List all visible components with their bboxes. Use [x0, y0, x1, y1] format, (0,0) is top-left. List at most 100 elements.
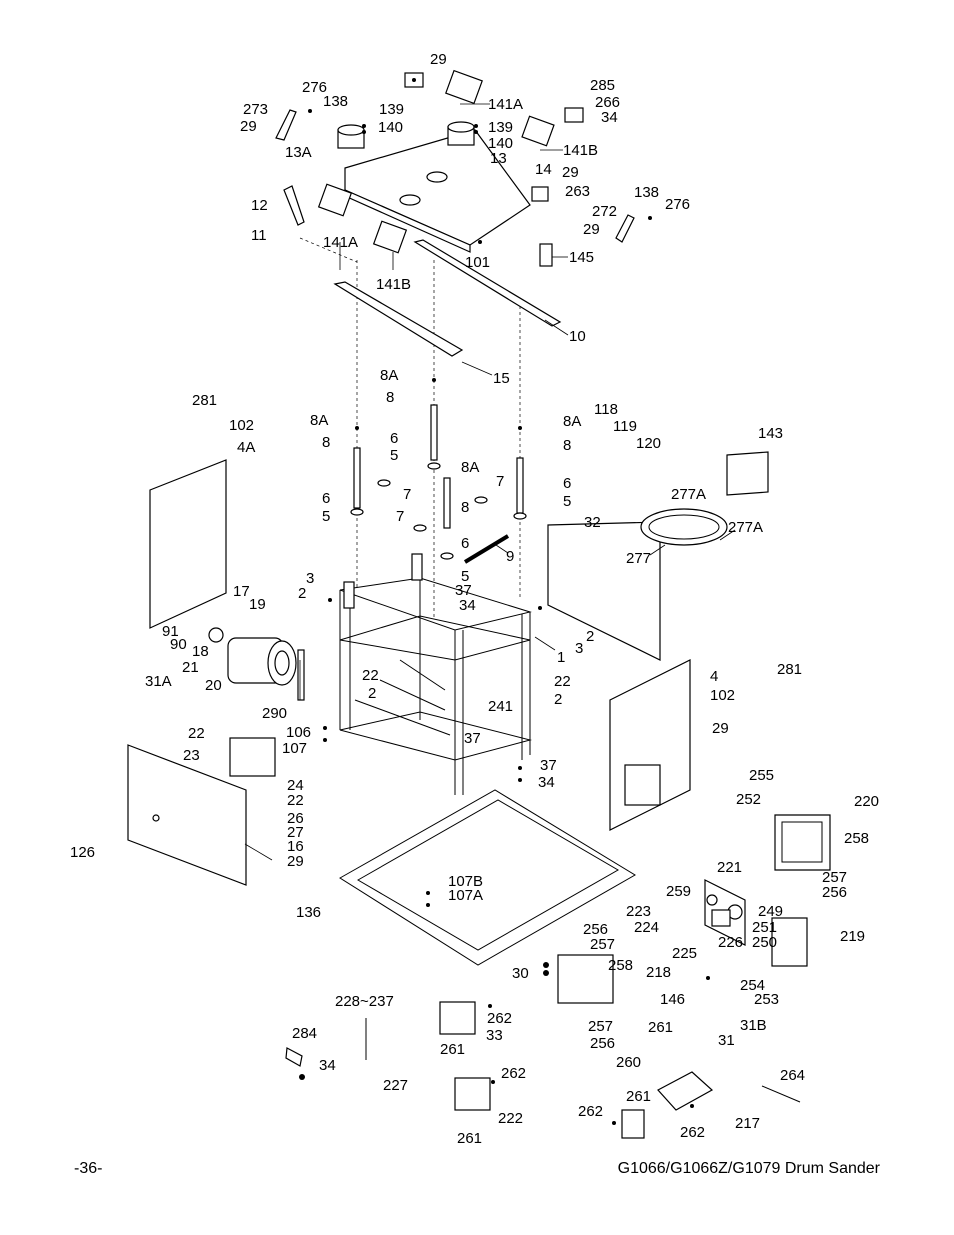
label-221: 221: [717, 859, 742, 876]
label-262-d: 262: [680, 1124, 705, 1141]
label-6-3: 6: [461, 535, 469, 552]
label-13a: 13A: [285, 144, 312, 161]
label-101: 101: [465, 254, 490, 271]
label-8a-3: 8A: [461, 459, 479, 476]
label-263: 263: [565, 183, 590, 200]
label-139-b: 139: [488, 119, 513, 136]
label-3-a: 3: [306, 570, 314, 587]
label-30: 30: [512, 965, 529, 982]
label-6-1: 6: [390, 430, 398, 447]
label-22-c: 22: [554, 673, 571, 690]
label-102-b: 102: [710, 687, 735, 704]
label-26: 26: [287, 810, 304, 827]
label-8-3: 8: [461, 499, 469, 516]
label-2-a: 2: [298, 585, 306, 602]
label-17: 17: [233, 583, 250, 600]
label-16: 16: [287, 838, 304, 855]
label-145: 145: [569, 249, 594, 266]
label-34-a: 34: [601, 109, 618, 126]
label-8-4: 8: [563, 437, 571, 454]
label-228-237: 228~237: [335, 993, 394, 1010]
label-2-d: 2: [554, 691, 562, 708]
label-10: 10: [569, 328, 586, 345]
label-5-2: 5: [322, 508, 330, 525]
label-251: 251: [752, 919, 777, 936]
top-dust-hood: [337, 121, 531, 253]
label-21: 21: [182, 659, 199, 676]
label-8a-4: 8A: [563, 413, 581, 430]
label-285: 285: [590, 77, 615, 94]
label-281-b: 281: [777, 661, 802, 678]
label-146: 146: [660, 991, 685, 1008]
label-126: 126: [70, 844, 95, 861]
label-8-1: 8: [386, 389, 394, 406]
label-276-a: 276: [302, 79, 327, 96]
label-140-a: 140: [378, 119, 403, 136]
label-141a-top: 141A: [488, 96, 523, 113]
label-37-c: 37: [540, 757, 557, 774]
label-290: 290: [262, 705, 287, 722]
label-8a-1: 8A: [380, 367, 398, 384]
label-277a-1: 277A: [671, 486, 706, 503]
label-7-3: 7: [396, 508, 404, 525]
label-252: 252: [736, 791, 761, 808]
label-29-a: 29: [430, 51, 447, 68]
label-32: 32: [584, 514, 601, 531]
label-272: 272: [592, 203, 617, 220]
label-29-f: 29: [287, 853, 304, 870]
label-277a-2: 277A: [728, 519, 763, 536]
label-8a-2: 8A: [310, 412, 328, 429]
label-5-1: 5: [390, 447, 398, 464]
label-6-4: 6: [563, 475, 571, 492]
label-217: 217: [735, 1115, 760, 1132]
label-258-a: 258: [844, 830, 869, 847]
label-257-a: 257: [822, 869, 847, 886]
label-254: 254: [740, 977, 765, 994]
label-15: 15: [493, 370, 510, 387]
label-34-c: 34: [538, 774, 555, 791]
label-141b-mid: 141B: [376, 276, 411, 293]
label-91: 91: [162, 623, 179, 640]
label-31b: 31B: [740, 1017, 767, 1034]
model-title: G1066/G1066Z/G1079 Drum Sander: [617, 1160, 880, 1177]
label-262-a: 262: [487, 1010, 512, 1027]
label-255: 255: [749, 767, 774, 784]
label-102-a: 102: [229, 417, 254, 434]
label-8-2: 8: [322, 434, 330, 451]
motor-assembly: [208, 627, 305, 777]
label-281-a: 281: [192, 392, 217, 409]
label-13: 13: [490, 150, 507, 167]
label-23: 23: [183, 747, 200, 764]
label-224: 224: [634, 919, 659, 936]
label-2-b: 2: [586, 628, 594, 645]
label-141a-mid: 141A: [323, 234, 358, 251]
label-249: 249: [758, 903, 783, 920]
label-250: 250: [752, 934, 777, 951]
label-12: 12: [251, 197, 268, 214]
label-143: 143: [758, 425, 783, 442]
label-24: 24: [287, 777, 304, 794]
label-29-d: 29: [583, 221, 600, 238]
stand-frame: [339, 553, 532, 795]
label-4: 4: [710, 668, 718, 685]
electrical-components: [285, 814, 831, 1139]
label-136: 136: [296, 904, 321, 921]
label-106: 106: [286, 724, 311, 741]
label-273: 273: [243, 101, 268, 118]
label-139-a: 139: [379, 101, 404, 118]
label-7-1: 7: [403, 486, 411, 503]
label-257-b: 257: [590, 936, 615, 953]
label-227: 227: [383, 1077, 408, 1094]
label-261-a: 261: [440, 1041, 465, 1058]
label-37-a: 37: [455, 582, 472, 599]
label-22-e: 22: [287, 792, 304, 809]
label-34-d: 34: [319, 1057, 336, 1074]
label-258-b: 258: [608, 957, 633, 974]
label-225: 225: [672, 945, 697, 962]
label-264: 264: [780, 1067, 805, 1084]
label-2-c: 2: [368, 685, 376, 702]
threaded-rods: [350, 404, 527, 564]
label-261-b: 261: [648, 1019, 673, 1036]
label-34-b: 34: [459, 597, 476, 614]
